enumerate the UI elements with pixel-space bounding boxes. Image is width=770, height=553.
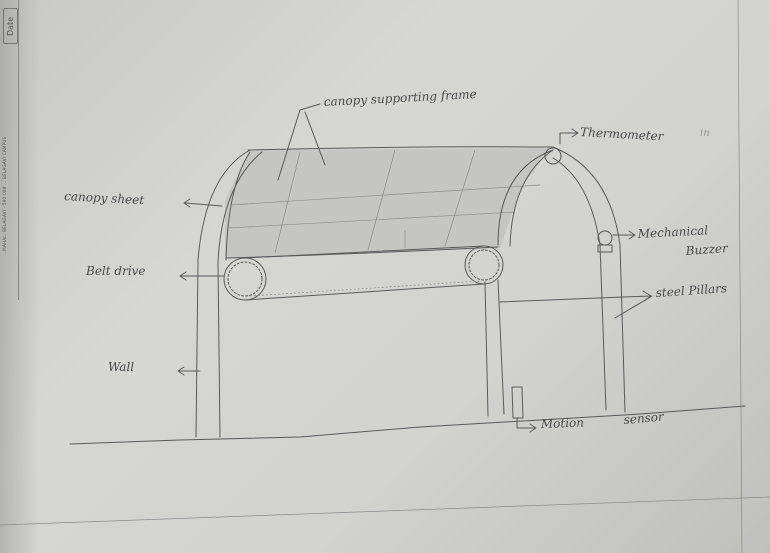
label-wall: Wall bbox=[108, 360, 134, 374]
label-belt-drive: Belt drive bbox=[85, 264, 146, 278]
buzzer-icon bbox=[598, 231, 612, 245]
label-sensor: sensor bbox=[623, 409, 665, 427]
label-thermometer: Thermometer bbox=[580, 125, 665, 143]
label-motion: Motion bbox=[540, 416, 585, 432]
label-thermometer-suffix: in bbox=[700, 128, 710, 139]
steel-pillar-middle bbox=[485, 280, 504, 416]
label-buzzer: Buzzer bbox=[684, 241, 729, 258]
label-canopy-sheet: canopy sheet bbox=[64, 189, 145, 207]
label-canopy-frame: canopy supporting frame bbox=[323, 87, 477, 109]
label-steel-pillars: steel Pillars bbox=[655, 281, 727, 300]
label-mechanical: Mechanical bbox=[636, 223, 708, 241]
motion-sensor-box bbox=[512, 387, 523, 418]
